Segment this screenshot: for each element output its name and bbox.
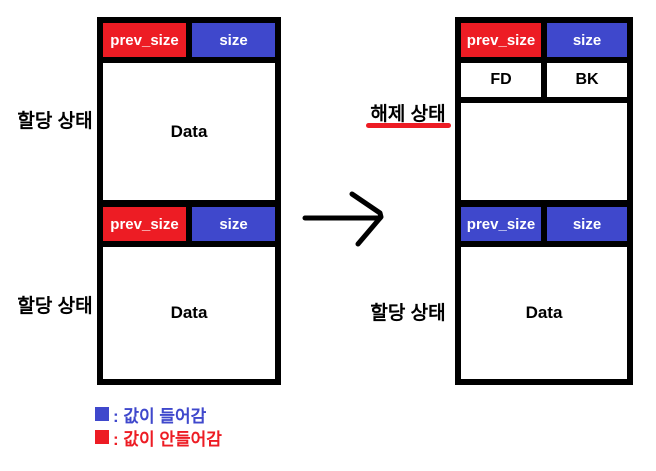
legend-item-value-stored: : 값이 들어감 <box>95 404 222 426</box>
freed-empty-area <box>461 103 627 200</box>
right-arrow-icon <box>302 191 384 247</box>
chunk-header-row: prev_size size <box>461 207 627 241</box>
chunk-header-row: prev_size size <box>461 23 627 57</box>
legend-item-value-not-stored: : 값이 안들어감 <box>95 427 222 449</box>
chunk-allocated-1: prev_size size Data <box>103 23 275 200</box>
memory-box-after: prev_size size FD BK prev_size size Data <box>455 17 633 385</box>
state-label-allocated-bottom-left: 할당 상태 <box>17 296 93 317</box>
memory-box-before: prev_size size Data prev_size size Data <box>97 17 281 385</box>
prev-size-cell: prev_size <box>461 23 541 57</box>
size-cell: size <box>192 207 275 241</box>
chunk-allocated-2: prev_size size Data <box>103 207 275 379</box>
legend: : 값이 들어감 : 값이 안들어감 <box>95 404 222 449</box>
size-cell: size <box>192 23 275 57</box>
chunk-header-row: prev_size size <box>103 207 275 241</box>
legend-label: : 값이 안들어감 <box>113 429 222 449</box>
chunk-header-row: prev_size size <box>103 23 275 57</box>
fd-cell: FD <box>461 63 541 97</box>
fd-bk-row: FD BK <box>461 63 627 97</box>
data-area: Data <box>103 63 275 200</box>
freed-label-underline <box>366 123 451 128</box>
size-cell: size <box>547 23 627 57</box>
state-label-allocated-top-left: 할당 상태 <box>17 111 93 132</box>
chunk-allocated-after: prev_size size Data <box>461 207 627 379</box>
state-label-freed: 해제 상태 <box>370 104 446 125</box>
blue-square-icon <box>95 407 109 421</box>
data-area: Data <box>103 247 275 379</box>
prev-size-cell: prev_size <box>103 207 186 241</box>
bk-cell: BK <box>547 63 627 97</box>
size-cell: size <box>547 207 627 241</box>
legend-label: : 값이 들어감 <box>113 406 207 426</box>
prev-size-cell: prev_size <box>103 23 186 57</box>
data-area: Data <box>461 247 627 379</box>
state-label-allocated-right: 할당 상태 <box>370 303 446 324</box>
chunk-freed: prev_size size FD BK <box>461 23 627 200</box>
red-square-icon <box>95 430 109 444</box>
prev-size-cell: prev_size <box>461 207 541 241</box>
